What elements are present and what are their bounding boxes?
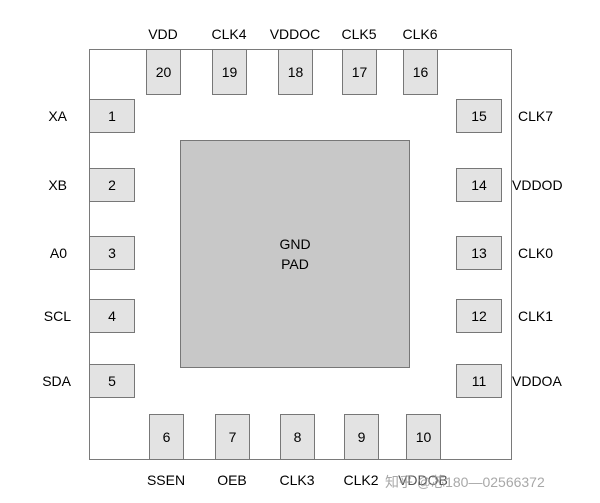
pin-2: 2 — [89, 168, 135, 202]
pin-13-label: CLK0 — [518, 245, 554, 261]
pin-3-label: A0 — [49, 245, 67, 261]
pin-8-label: CLK3 — [279, 472, 315, 488]
pin-5: 5 — [89, 364, 135, 398]
pin-10-label: VDDOB — [398, 472, 448, 488]
pin-5-label: SDA — [42, 373, 71, 389]
gnd-pad-label-line2: PAD — [281, 256, 309, 272]
pin-15: 15 — [456, 99, 502, 133]
pin-4: 4 — [89, 299, 135, 333]
pin-13: 13 — [456, 236, 502, 270]
pin-16: 16 — [403, 49, 438, 95]
pin-4-label: SCL — [43, 308, 71, 324]
pin-10: 10 — [406, 414, 441, 460]
pin-9-label: CLK2 — [343, 472, 379, 488]
pin-6-label: SSEN — [146, 472, 186, 488]
pin-11-label: VDDOA — [512, 373, 562, 389]
pin-11: 11 — [456, 364, 502, 398]
pin-20-label: VDD — [148, 26, 178, 42]
watermark: 知乎 @芯180—02566372 — [385, 474, 545, 490]
pin-3: 3 — [89, 236, 135, 270]
pin-17-label: CLK5 — [341, 26, 377, 42]
pin-18: 18 — [278, 49, 313, 95]
pin-12: 12 — [456, 299, 502, 333]
gnd-pad: GND PAD — [180, 140, 410, 368]
pin-12-label: CLK1 — [518, 308, 554, 324]
pin-7-label: OEB — [217, 472, 247, 488]
pin-14: 14 — [456, 168, 502, 202]
pin-19-label: CLK4 — [211, 26, 247, 42]
pin-7: 7 — [215, 414, 250, 460]
gnd-pad-label-line1: GND — [279, 236, 311, 252]
pin-8: 8 — [280, 414, 315, 460]
pin-6: 6 — [149, 414, 184, 460]
pin-14-label: VDDOD — [512, 177, 563, 193]
pin-16-label: CLK6 — [402, 26, 438, 42]
pin-19: 19 — [212, 49, 247, 95]
pin-17: 17 — [342, 49, 377, 95]
pin-1: 1 — [89, 99, 135, 133]
pin-1-label: XA — [48, 108, 67, 124]
pin-15-label: CLK7 — [518, 108, 554, 124]
pin-18-label: VDDOC — [269, 26, 321, 42]
pin-9: 9 — [344, 414, 379, 460]
pin-2-label: XB — [48, 177, 67, 193]
pin-20: 20 — [146, 49, 181, 95]
